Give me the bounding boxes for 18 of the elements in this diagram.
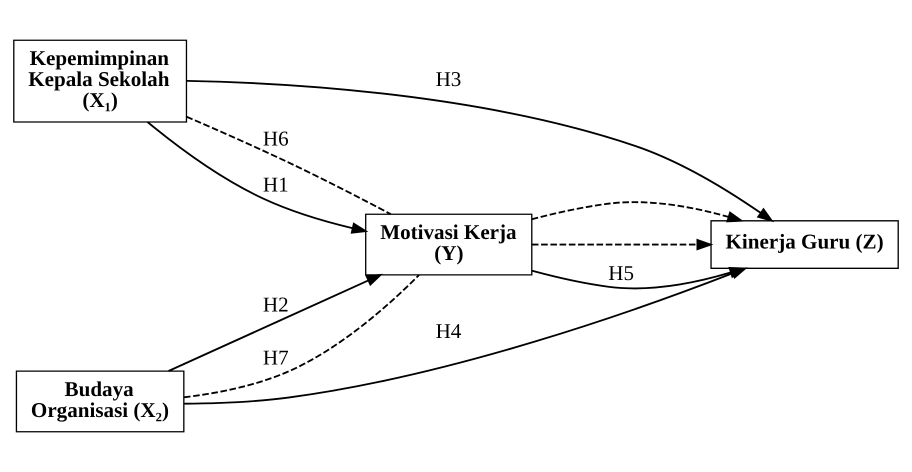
arrow xyxy=(532,238,714,250)
edge-label: H7 xyxy=(262,345,289,370)
edge-label: H5 xyxy=(608,260,634,285)
node-box: Kinerja Guru (Z) xyxy=(710,220,899,269)
arrow xyxy=(532,201,744,222)
arrow xyxy=(146,121,368,234)
edge-label: H3 xyxy=(436,67,462,92)
node-box: Budaya Organisasi (X₂) xyxy=(16,370,184,432)
arrow xyxy=(168,274,384,372)
edge-label: H4 xyxy=(436,318,462,343)
edge-label: H1 xyxy=(262,172,289,197)
connector xyxy=(186,116,392,215)
edge-label: H2 xyxy=(262,292,289,317)
node-box: Motivasi Kerja (Y) xyxy=(365,214,532,276)
connector xyxy=(184,274,420,398)
node-box: Kepemimpinan Kepala Sekolah (X₁) xyxy=(13,40,188,123)
arrow xyxy=(186,80,774,222)
edge-label: H6 xyxy=(262,126,289,150)
